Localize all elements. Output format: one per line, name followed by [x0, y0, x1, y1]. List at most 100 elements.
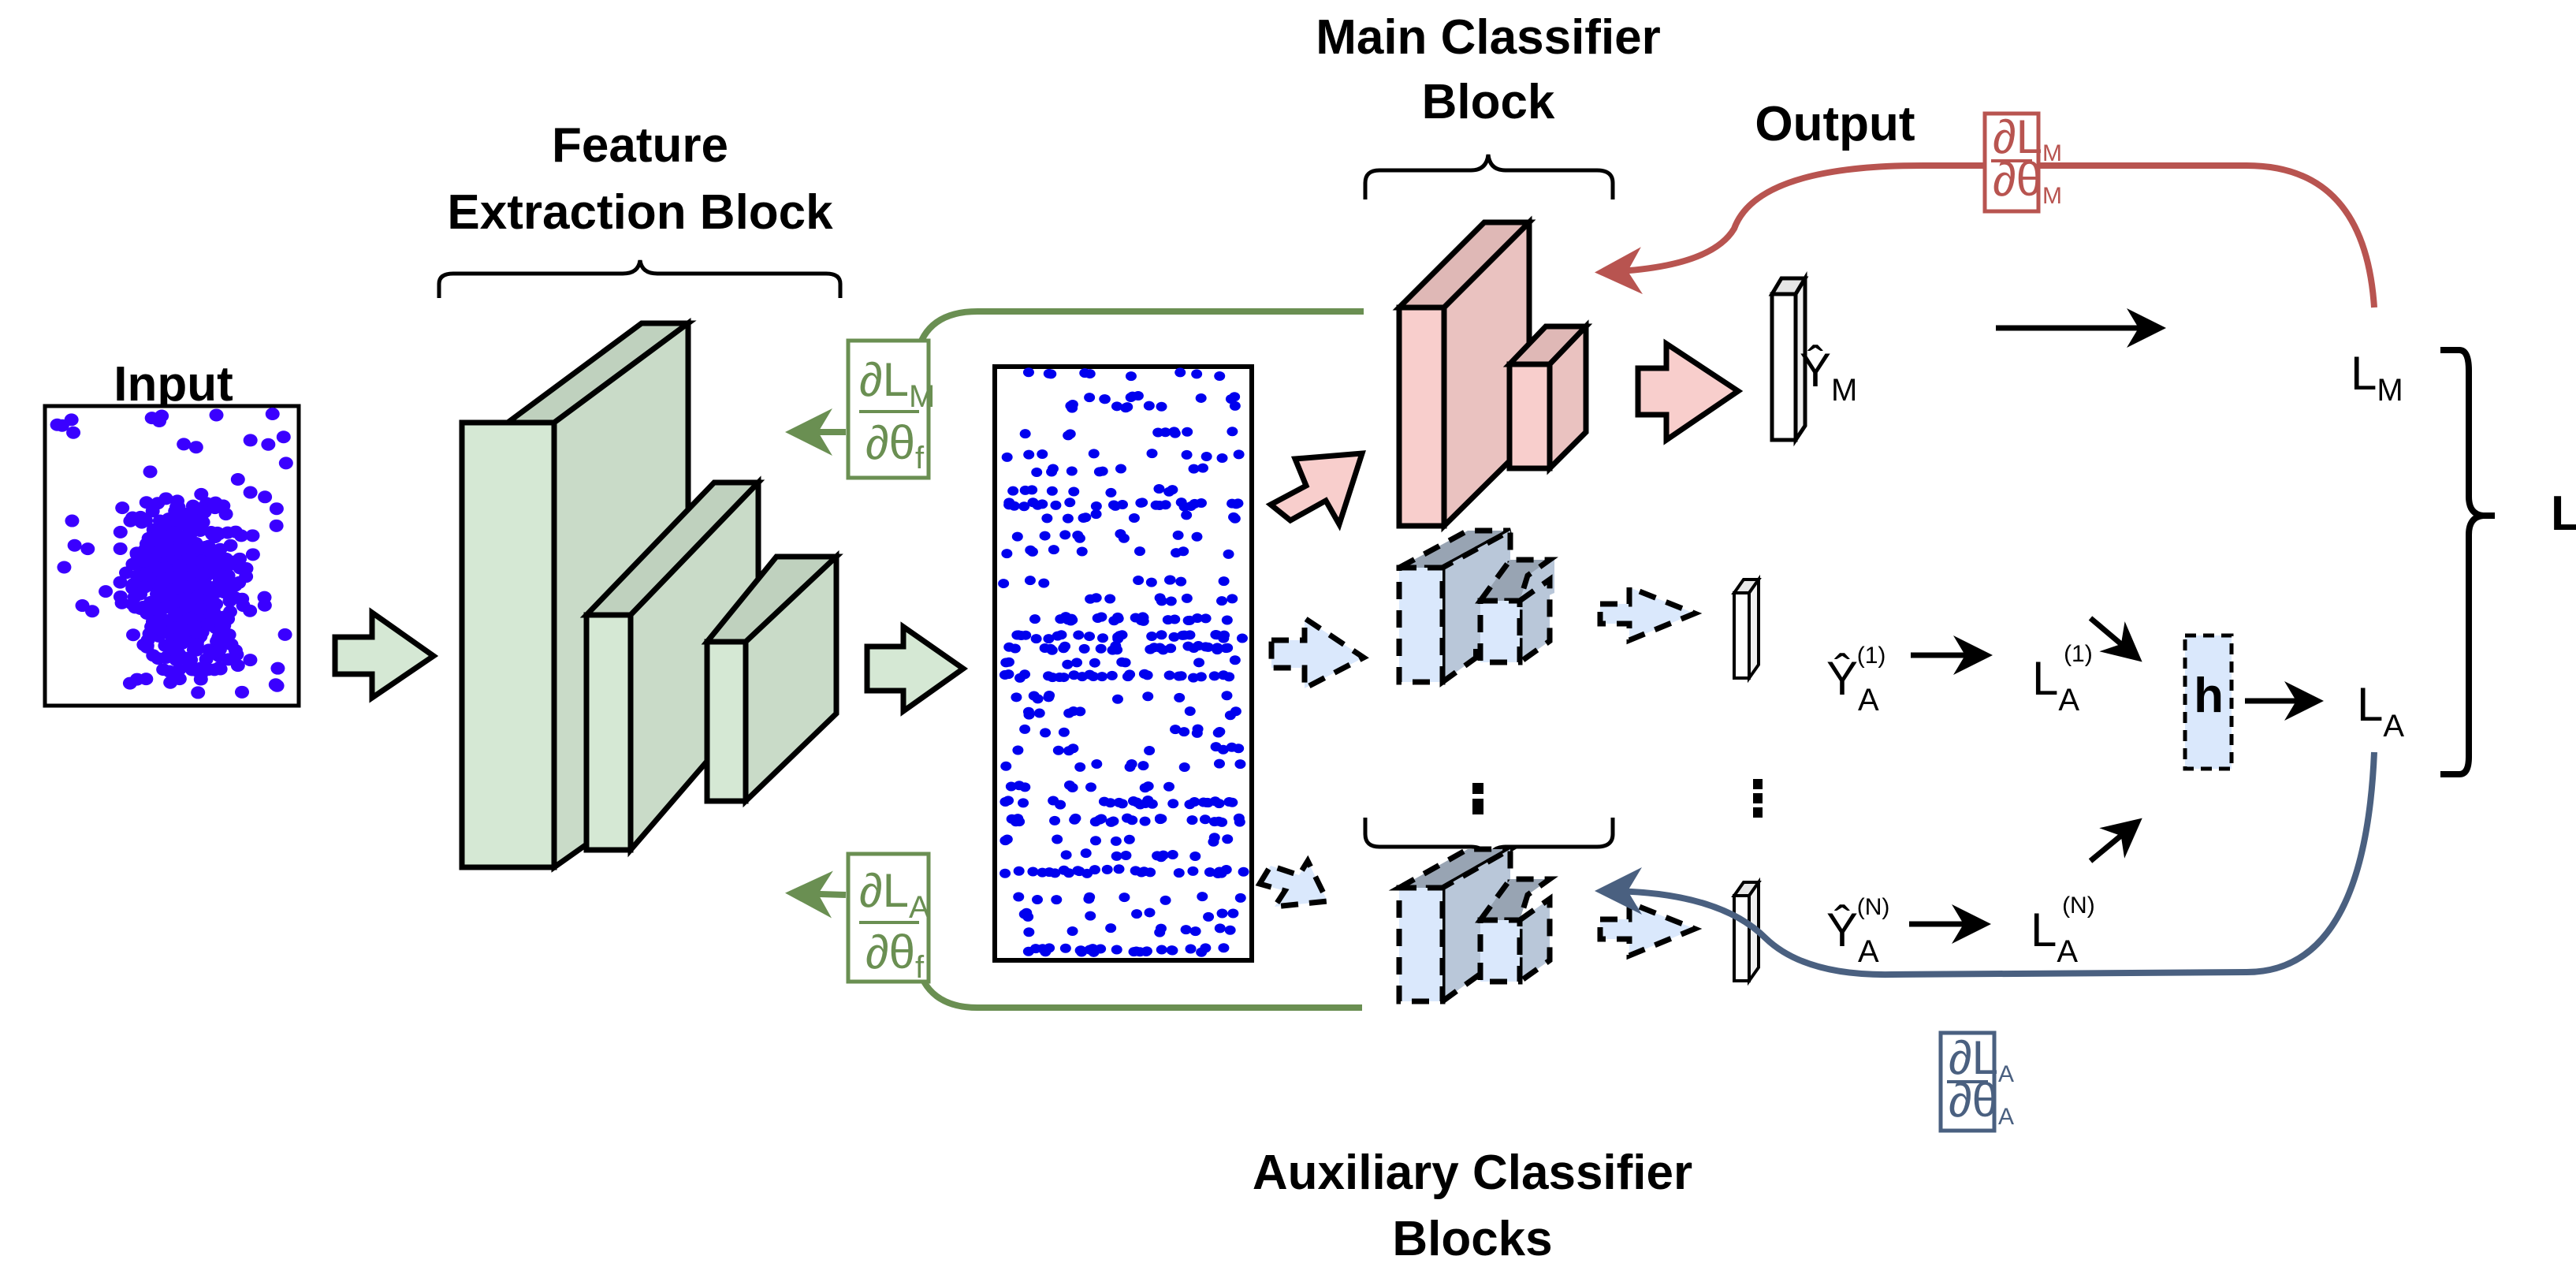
feature-map-point: [1026, 485, 1038, 495]
feature-map-point: [1074, 706, 1086, 717]
y-hat-aux-n-label: ŶA(N): [1826, 894, 1889, 969]
feature-map-point: [1153, 484, 1165, 494]
feature-map-point: [1052, 631, 1063, 641]
feature-map-point: [1029, 614, 1040, 624]
feature-map-point: [1019, 429, 1031, 439]
grad-box-dLM-dthetaM: ∂LM ∂θM: [1982, 110, 2062, 214]
feature-map-point: [1091, 758, 1103, 769]
feature-map-point: [1160, 895, 1171, 905]
feature-map-point: [1188, 673, 1200, 683]
input-scatter-point: [143, 465, 158, 479]
feature-map-point: [1184, 799, 1196, 810]
feature-map-point: [1221, 691, 1233, 701]
feature-map-point: [1068, 670, 1080, 680]
input-scatter-point: [239, 570, 254, 583]
svg-text:∂θf: ∂θf: [865, 926, 925, 985]
feature-map-point: [1081, 868, 1093, 878]
aux1-to-output-arrow: [1597, 583, 1703, 645]
feature-map-point: [1073, 630, 1085, 640]
feature-map-point: [1163, 781, 1175, 792]
feature-map-point: [1014, 781, 1026, 791]
svg-text:∂LA: ∂LA: [1949, 1031, 2014, 1087]
input-scatter-point: [188, 441, 203, 454]
feature-map-point: [1122, 402, 1134, 412]
feature-map-point: [1195, 393, 1207, 403]
input-scatter-point: [270, 661, 285, 675]
feature-map-point: [1096, 672, 1108, 682]
input-scatter-point: [129, 569, 144, 583]
feature-map-point: [1233, 743, 1245, 754]
feature-map-point: [1184, 706, 1196, 717]
feature-map-point: [1174, 367, 1186, 378]
feature-map-point: [1174, 692, 1186, 702]
input-scatter-point: [64, 413, 79, 427]
feature-map-point: [1055, 614, 1067, 624]
feature-map-point: [1019, 724, 1031, 734]
main-to-output-arrow: [1635, 338, 1744, 445]
feature-map-point: [1039, 643, 1051, 653]
feature-map-point: [1115, 529, 1126, 539]
feature-map-point: [1144, 907, 1156, 918]
feature-map-point: [1014, 673, 1026, 683]
feature-map-point: [1037, 944, 1048, 954]
auxN-to-output-arrow: [1597, 898, 1703, 960]
feature-map-point: [1208, 817, 1220, 827]
feature-map-point: [1146, 632, 1158, 642]
feature-map-point: [1003, 498, 1015, 508]
feature-map-point: [1155, 923, 1167, 934]
feature-map-point: [1168, 632, 1180, 642]
feature-map-point: [1143, 401, 1155, 411]
feature-map-point: [1074, 762, 1086, 772]
feature-map-point: [1182, 427, 1193, 437]
feature-map-point: [1046, 486, 1058, 496]
feature-map-point: [1131, 797, 1143, 807]
feature-map-point: [1023, 449, 1035, 460]
feature-map-point: [1049, 868, 1061, 878]
feature-map-point: [1131, 909, 1143, 919]
feature-map-point: [1037, 499, 1048, 509]
feature-map-point: [1000, 868, 1011, 878]
feature-map-point: [1181, 449, 1193, 460]
input-scatter-point: [235, 592, 250, 606]
feature-map-point: [1223, 549, 1234, 559]
input-scatter-point: [211, 649, 226, 662]
aggregation-h-block: h: [2183, 633, 2234, 771]
feature-map-point: [1227, 594, 1238, 604]
feature-map-point: [1012, 745, 1024, 755]
feature-map-point: [1000, 797, 1011, 807]
feature-map-point: [1229, 401, 1241, 411]
feature-map-point: [1216, 453, 1228, 463]
feature-map-point: [1134, 947, 1146, 957]
svg-text:∂θf: ∂θf: [865, 416, 925, 475]
input-scatter-point: [234, 685, 249, 699]
feature-map-point: [1033, 708, 1045, 718]
input-scatter-dots: [50, 408, 293, 699]
feature-map-point: [1232, 498, 1244, 509]
feature-map-point: [1064, 429, 1076, 439]
feature-map-point: [1229, 513, 1241, 524]
feature-map-point: [1214, 371, 1226, 382]
feature-map-point: [1097, 633, 1109, 643]
feature-map-point: [1031, 895, 1043, 905]
grad-main-classifier-path: [1595, 162, 2377, 308]
input-scatter-point: [113, 576, 128, 589]
input-scatter-point: [154, 585, 169, 598]
feature-map-point: [1185, 944, 1197, 954]
input-scatter-point: [221, 636, 236, 650]
feature-map-point: [1175, 671, 1187, 681]
aux-classifier-title-line1: Auxiliary Classifier: [1253, 1146, 1692, 1200]
feature-map-point: [1085, 782, 1096, 792]
feature-map-point: [1106, 670, 1118, 680]
feature-map-point: [1234, 759, 1246, 770]
feature-map-point: [1045, 369, 1057, 379]
aux-blocks-ellipsis: [1473, 649, 1483, 658]
input-scatter-point: [243, 486, 258, 499]
y-hat-aux-1-label: ŶA(1): [1826, 643, 1885, 717]
feature-map-point: [1146, 449, 1158, 459]
feature-map-point: [1165, 596, 1177, 606]
feature-map-point: [1219, 630, 1230, 640]
feature-map-point: [1227, 427, 1238, 437]
input-scatter-point: [245, 548, 260, 561]
feature-map-point: [1060, 850, 1072, 860]
svg-text:∂θM: ∂θM: [1993, 153, 2062, 209]
